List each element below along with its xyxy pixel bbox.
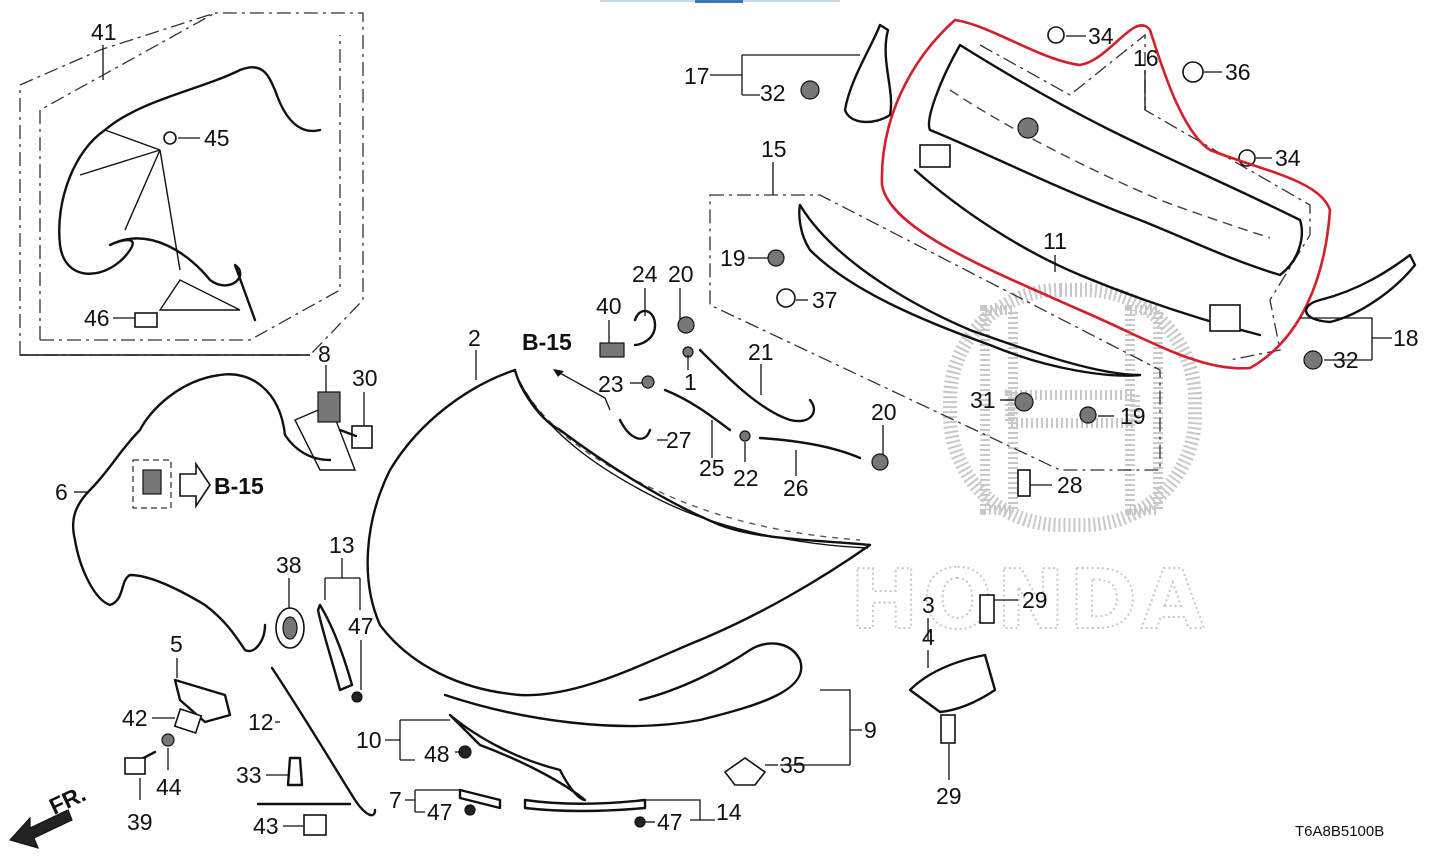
grommet-38 [275,607,305,649]
washer-tubes [553,309,889,471]
diagram-code: T6A8B5100B [1295,823,1384,840]
callout-20-right: 20 [871,399,897,425]
callout-47-right: 47 [657,809,683,835]
callout-42: 42 [122,705,148,731]
callout-41: 41 [91,19,117,45]
callout-3: 3 [922,592,935,618]
callout-37: 37 [812,287,838,313]
callout-29-bottom: 29 [936,783,962,809]
callout-18: 18 [1393,325,1419,351]
callout-17: 17 [684,63,710,89]
callout-24: 24 [632,261,658,287]
callout-26: 26 [783,475,809,501]
clip-35 [723,757,767,786]
callout-47-upper: 47 [348,613,374,639]
pad-14 [523,798,647,828]
harness-panel-41 [19,12,364,356]
callout-19-left: 19 [720,245,746,271]
callout-32-right: 32 [1333,347,1359,373]
callout-43: 43 [253,813,279,839]
honda-watermark: HONDA [849,283,1209,649]
front-marker: FR. [45,780,90,819]
front-arrow: FR. [8,780,90,849]
hood-panel-2 [366,368,872,728]
callout-34-right: 34 [1275,145,1301,171]
callout-9: 9 [864,717,877,743]
leader-lines [74,35,1392,827]
callout-46: 46 [84,305,110,331]
callout-31: 31 [970,387,996,413]
hinge-18 [1303,253,1417,370]
watermark-text: HONDA [850,553,1209,648]
callout-30: 30 [352,365,378,391]
callout-7: 7 [389,787,402,813]
callout-45: 45 [204,125,230,151]
callout-34-top: 34 [1088,23,1114,49]
section-ref-b15-top: B-15 [522,329,572,355]
callout-44: 44 [156,774,182,800]
callout-35: 35 [780,752,806,778]
callout-36: 36 [1225,59,1251,85]
callout-21: 21 [748,339,774,365]
callout-25: 25 [699,455,725,481]
callout-11: 11 [1043,228,1067,254]
callout-19-right: 19 [1120,403,1146,429]
callout-48: 48 [424,741,450,767]
callout-22: 22 [733,465,759,491]
hinge-17 [800,23,893,124]
bracket-8 [317,391,341,423]
callout-16: 16 [1133,45,1159,71]
cowl-top-16 [880,18,1332,370]
callout-15: 15 [761,136,787,162]
callout-labels: 41 45 46 8 30 6 B-15 2 B-15 40 24 20 23 … [55,19,1419,840]
support-rod-12 [256,666,377,836]
callout-1: 1 [684,369,697,395]
pad-7 [458,788,502,816]
callout-2: 2 [468,325,481,351]
callout-38: 38 [276,552,302,578]
callout-8: 8 [318,341,331,367]
callout-6: 6 [55,479,68,505]
callout-27: 27 [666,427,692,453]
callout-14: 14 [716,799,742,825]
callout-10: 10 [356,727,382,753]
callout-4: 4 [922,624,935,650]
callout-20-top: 20 [668,261,694,287]
callout-13: 13 [329,532,355,558]
hood-latch-5 [124,678,232,775]
callout-29-top: 29 [1022,587,1048,613]
pad-10 [448,713,587,802]
callout-33: 33 [236,762,262,788]
callout-39: 39 [127,809,153,835]
callout-32-top: 32 [760,80,786,106]
section-ref-b15-left: B-15 [214,473,264,499]
callout-5: 5 [170,631,183,657]
hood-harness-6 [71,373,357,653]
callout-23: 23 [598,371,624,397]
callout-47-lower: 47 [427,799,453,825]
callout-40: 40 [596,293,622,319]
bolt-30 [338,425,373,449]
callout-12: 12 [248,709,274,735]
hinge-3-4 [908,594,997,744]
callout-28: 28 [1057,472,1083,498]
top-edge-accent [695,0,743,3]
seal-13 [316,603,363,703]
